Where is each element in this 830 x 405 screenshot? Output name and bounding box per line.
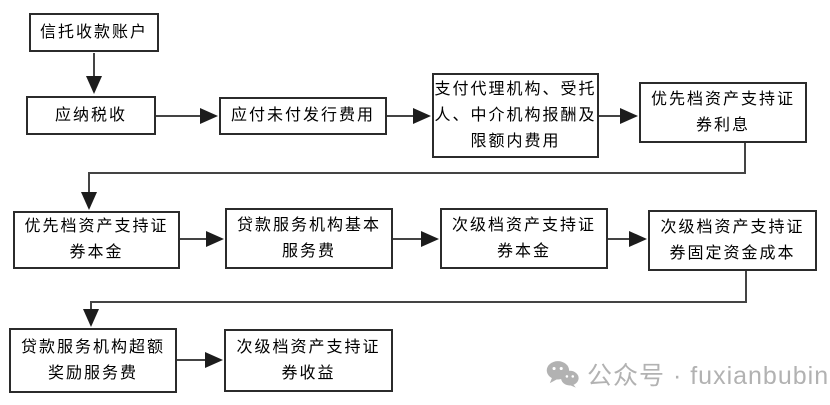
node-senior-principal: 优先档资产支持证 券本金 — [13, 211, 180, 269]
wechat-account-label: 公众号 · fuxianbubin — [587, 362, 830, 390]
arrow-sub-fixed-cost-to-servicer-excess-fee — [83, 271, 747, 327]
wechat-watermark: 公众号 · fuxianbubin — [546, 356, 829, 392]
node-servicer-base-fee: 贷款服务机构基本 服务费 — [225, 208, 393, 269]
node-taxes: 应纳税收 — [26, 96, 156, 135]
node-sub-residual: 次级档资产支持证 券收益 — [224, 329, 393, 392]
node-trust-account: 信托收款账户 — [29, 13, 159, 52]
wechat-icon — [546, 360, 579, 388]
arrow-senior-interest-to-senior-principal — [81, 143, 746, 210]
node-sub-principal: 次级档资产支持证 券本金 — [440, 208, 608, 269]
node-servicer-excess-fee: 贷款服务机构超额 奖励服务费 — [9, 328, 177, 393]
node-agency-fees: 支付代理机构、受托 人、中介机构报酬及 限额内费用 — [432, 73, 599, 158]
node-sub-fixed-cost: 次级档资产支持证 券固定资金成本 — [648, 210, 817, 271]
node-senior-interest: 优先档资产支持证 券利息 — [639, 82, 807, 143]
node-issuance-fees: 应付未付发行费用 — [219, 97, 387, 135]
